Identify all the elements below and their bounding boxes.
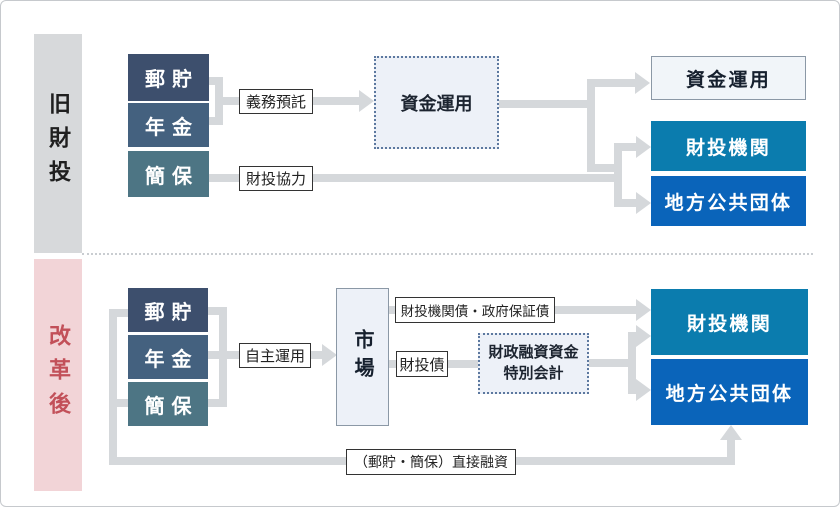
label-filp-cooperation: 財投協力 (239, 166, 313, 191)
new-box-local-governments-label: 地方公共団体 (665, 383, 794, 405)
label-direct-loans: （郵貯・簡保）直接融資 (346, 449, 516, 475)
connector-line (499, 100, 589, 108)
label-filp-agency-bonds-text: 財投機関債・政府保証債 (400, 304, 550, 319)
connector-line (117, 399, 128, 407)
connector-line (589, 359, 628, 367)
old-box-local-governments: 地方公共団体 (651, 176, 806, 226)
connector-line (622, 143, 636, 151)
arrowhead-up-icon (720, 425, 742, 440)
old-section-sidebar: 旧財投 (34, 34, 82, 253)
connector-line (727, 439, 735, 459)
old-box-postal-insurance: 簡保 (128, 151, 209, 197)
label-filp-bonds-text: 財投債 (399, 356, 445, 374)
connector-line (448, 360, 478, 368)
connector-line (628, 332, 636, 394)
connector-line (555, 306, 636, 314)
label-filp-cooperation-text: 財投協力 (245, 171, 306, 188)
connector-line (622, 199, 636, 207)
old-box-fund-management: 資金運用 (651, 56, 806, 100)
old-box-pension: 年金 (128, 103, 209, 147)
connector-line (223, 97, 239, 105)
connector-line (109, 309, 117, 465)
label-direct-loans-text: （郵貯・簡保）直接融資 (354, 454, 508, 470)
arrowhead-right-icon (635, 72, 650, 94)
new-box-pension: 年金 (128, 335, 208, 379)
arrowhead-right-icon (636, 379, 651, 401)
special-account-line2: 特別会計 (503, 364, 564, 382)
connector-line (389, 306, 395, 314)
connector-line (587, 79, 635, 87)
connector-line (313, 97, 360, 105)
new-box-filp-agencies-label: 財投機関 (686, 313, 773, 335)
old-section-label: 旧財投 (46, 92, 71, 195)
connector-line (208, 307, 219, 315)
special-account-dotted-box: 財政融資資金 特別会計 (478, 333, 589, 394)
new-box-filp-agencies: 財投機関 (651, 289, 808, 355)
new-box-postal-insurance: 簡保 (128, 382, 208, 426)
old-box-postal-insurance-label: 簡保 (145, 165, 199, 188)
old-box-fund-management-label: 資金運用 (685, 69, 772, 91)
old-box-filp-agencies-label: 財投機関 (685, 137, 772, 159)
connector-line (215, 77, 223, 125)
label-independent-management: 自主運用 (239, 343, 311, 368)
label-filp-bonds: 財投債 (396, 351, 448, 377)
arrowhead-right-icon (636, 192, 651, 214)
label-filp-agency-bonds: 財投機関債・政府保証債 (395, 297, 555, 323)
section-divider (82, 253, 813, 255)
old-box-postal-savings: 郵貯 (128, 54, 209, 101)
label-mandatory-deposit: 義務預託 (239, 89, 313, 114)
old-box-filp-agencies: 財投機関 (651, 121, 806, 171)
new-box-local-governments: 地方公共団体 (651, 359, 808, 425)
new-box-postal-insurance-label: 簡保 (144, 395, 199, 418)
new-box-postal-savings: 郵貯 (128, 288, 208, 332)
connector-line (587, 164, 622, 172)
old-dotted-fund-management-label: 資金運用 (400, 93, 473, 114)
connector-line (614, 143, 622, 207)
connector-line (313, 174, 614, 182)
label-independent-management-text: 自主運用 (244, 348, 305, 365)
connector-line (587, 79, 595, 172)
special-account-line1: 財政融資資金 (488, 344, 579, 362)
connector-line (117, 309, 128, 317)
arrowhead-right-icon (636, 325, 651, 347)
connector-line (389, 360, 396, 368)
connector-line (311, 351, 323, 359)
old-box-postal-savings-label: 郵貯 (145, 69, 199, 91)
connector-line (208, 351, 239, 359)
arrowhead-right-icon (636, 299, 651, 321)
new-box-postal-savings-label: 郵貯 (144, 301, 199, 324)
market-box-label: 市場 (351, 329, 373, 385)
new-section-sidebar: 改革後 (34, 259, 82, 491)
old-box-local-governments-label: 地方公共団体 (664, 192, 793, 214)
arrowhead-right-icon (636, 136, 651, 158)
arrowhead-right-icon (322, 344, 337, 366)
arrowhead-right-icon (359, 90, 374, 112)
new-box-pension-label: 年金 (144, 348, 199, 371)
market-box: 市場 (336, 288, 389, 426)
new-section-label: 改革後 (46, 323, 71, 427)
old-dotted-fund-management: 資金運用 (374, 56, 499, 149)
old-box-pension-label: 年金 (145, 116, 199, 139)
label-mandatory-deposit-text: 義務預託 (245, 94, 306, 111)
connector-line (209, 174, 239, 182)
connector-line (208, 399, 219, 407)
connector-line (209, 117, 223, 125)
